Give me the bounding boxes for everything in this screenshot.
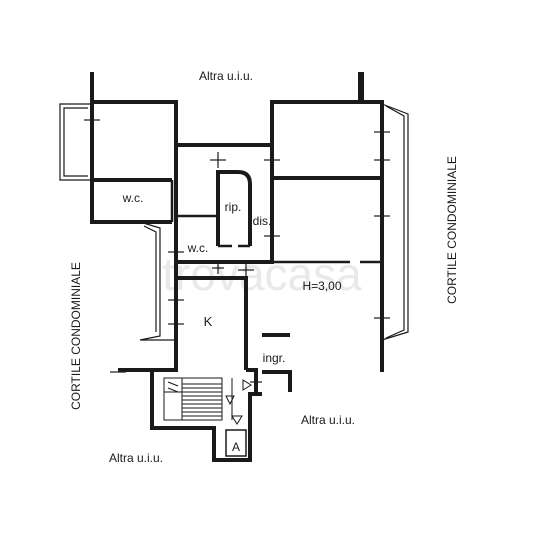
label-dis: dis. <box>253 214 272 228</box>
openings <box>84 114 390 388</box>
label-cortile-left: CORTILE CONDOMINIALE <box>69 262 83 410</box>
label-altra-top: Altra u.i.u. <box>199 69 253 83</box>
label-altra-bottom: Altra u.i.u. <box>109 451 163 465</box>
label-altra-right: Altra u.i.u. <box>301 413 355 427</box>
staircase <box>163 377 233 421</box>
balcony-lower-left <box>139 221 176 341</box>
arrow-markers <box>225 379 252 425</box>
label-cortile-right: CORTILE CONDOMINIALE <box>445 156 459 304</box>
ripostiglio <box>216 170 252 246</box>
bay-window <box>381 103 409 341</box>
label-ingr: ingr. <box>263 351 286 365</box>
label-rip: rip. <box>225 200 242 214</box>
label-height: H=3,00 <box>302 279 341 293</box>
label-a: A <box>232 440 240 454</box>
watermark: trovacasa <box>162 248 362 300</box>
balcony-left <box>59 103 92 181</box>
label-wc-2: w.c. <box>187 241 209 255</box>
label-wc-1: w.c. <box>122 191 144 205</box>
interior-walls <box>170 180 382 264</box>
elevator-box <box>225 429 247 457</box>
label-kitchen: K <box>204 314 213 329</box>
